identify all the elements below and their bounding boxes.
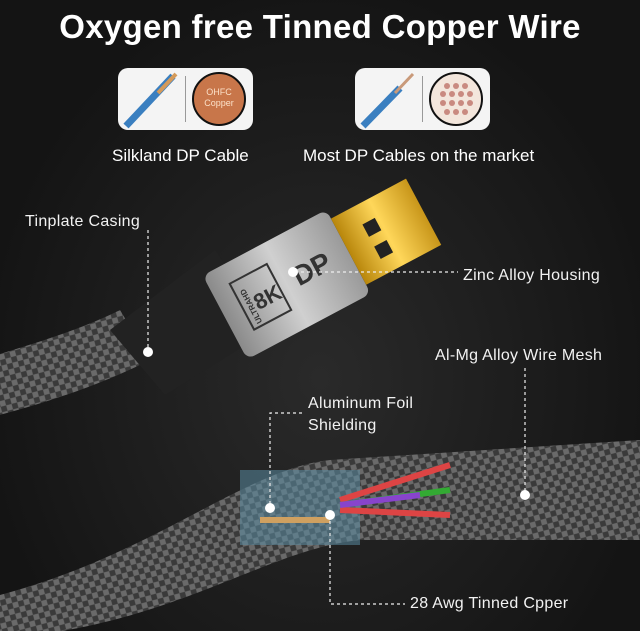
silkland-wire-card: OHFC Copper xyxy=(118,68,253,130)
callout-foil-2: Shielding xyxy=(308,417,377,434)
connector-housing: ULTRAHD 8K DP xyxy=(205,178,442,357)
silkland-caption: Silkland DP Cable xyxy=(112,146,249,165)
callout-lines xyxy=(147,230,526,605)
foil-shield xyxy=(240,470,360,545)
callout-dots xyxy=(143,267,530,520)
callout-copper: 28 Awg Tinned Cpper xyxy=(410,595,569,612)
callout-zinc: Zinc Alloy Housing xyxy=(463,267,601,284)
inner-wires xyxy=(260,462,451,523)
generic-wire-card xyxy=(355,68,490,130)
upper-cable xyxy=(0,310,150,415)
callout-foil-1: Aluminum Foil xyxy=(308,395,414,412)
market-caption: Most DP Cables on the market xyxy=(303,146,535,165)
callout-tinplate: Tinplate Casing xyxy=(25,213,141,230)
ohfc-badge: OHFC Copper xyxy=(204,87,234,108)
callout-mesh: Al-Mg Alloy Wire Mesh xyxy=(435,347,603,364)
headline: Oxygen free Tinned Copper Wire xyxy=(59,8,581,45)
